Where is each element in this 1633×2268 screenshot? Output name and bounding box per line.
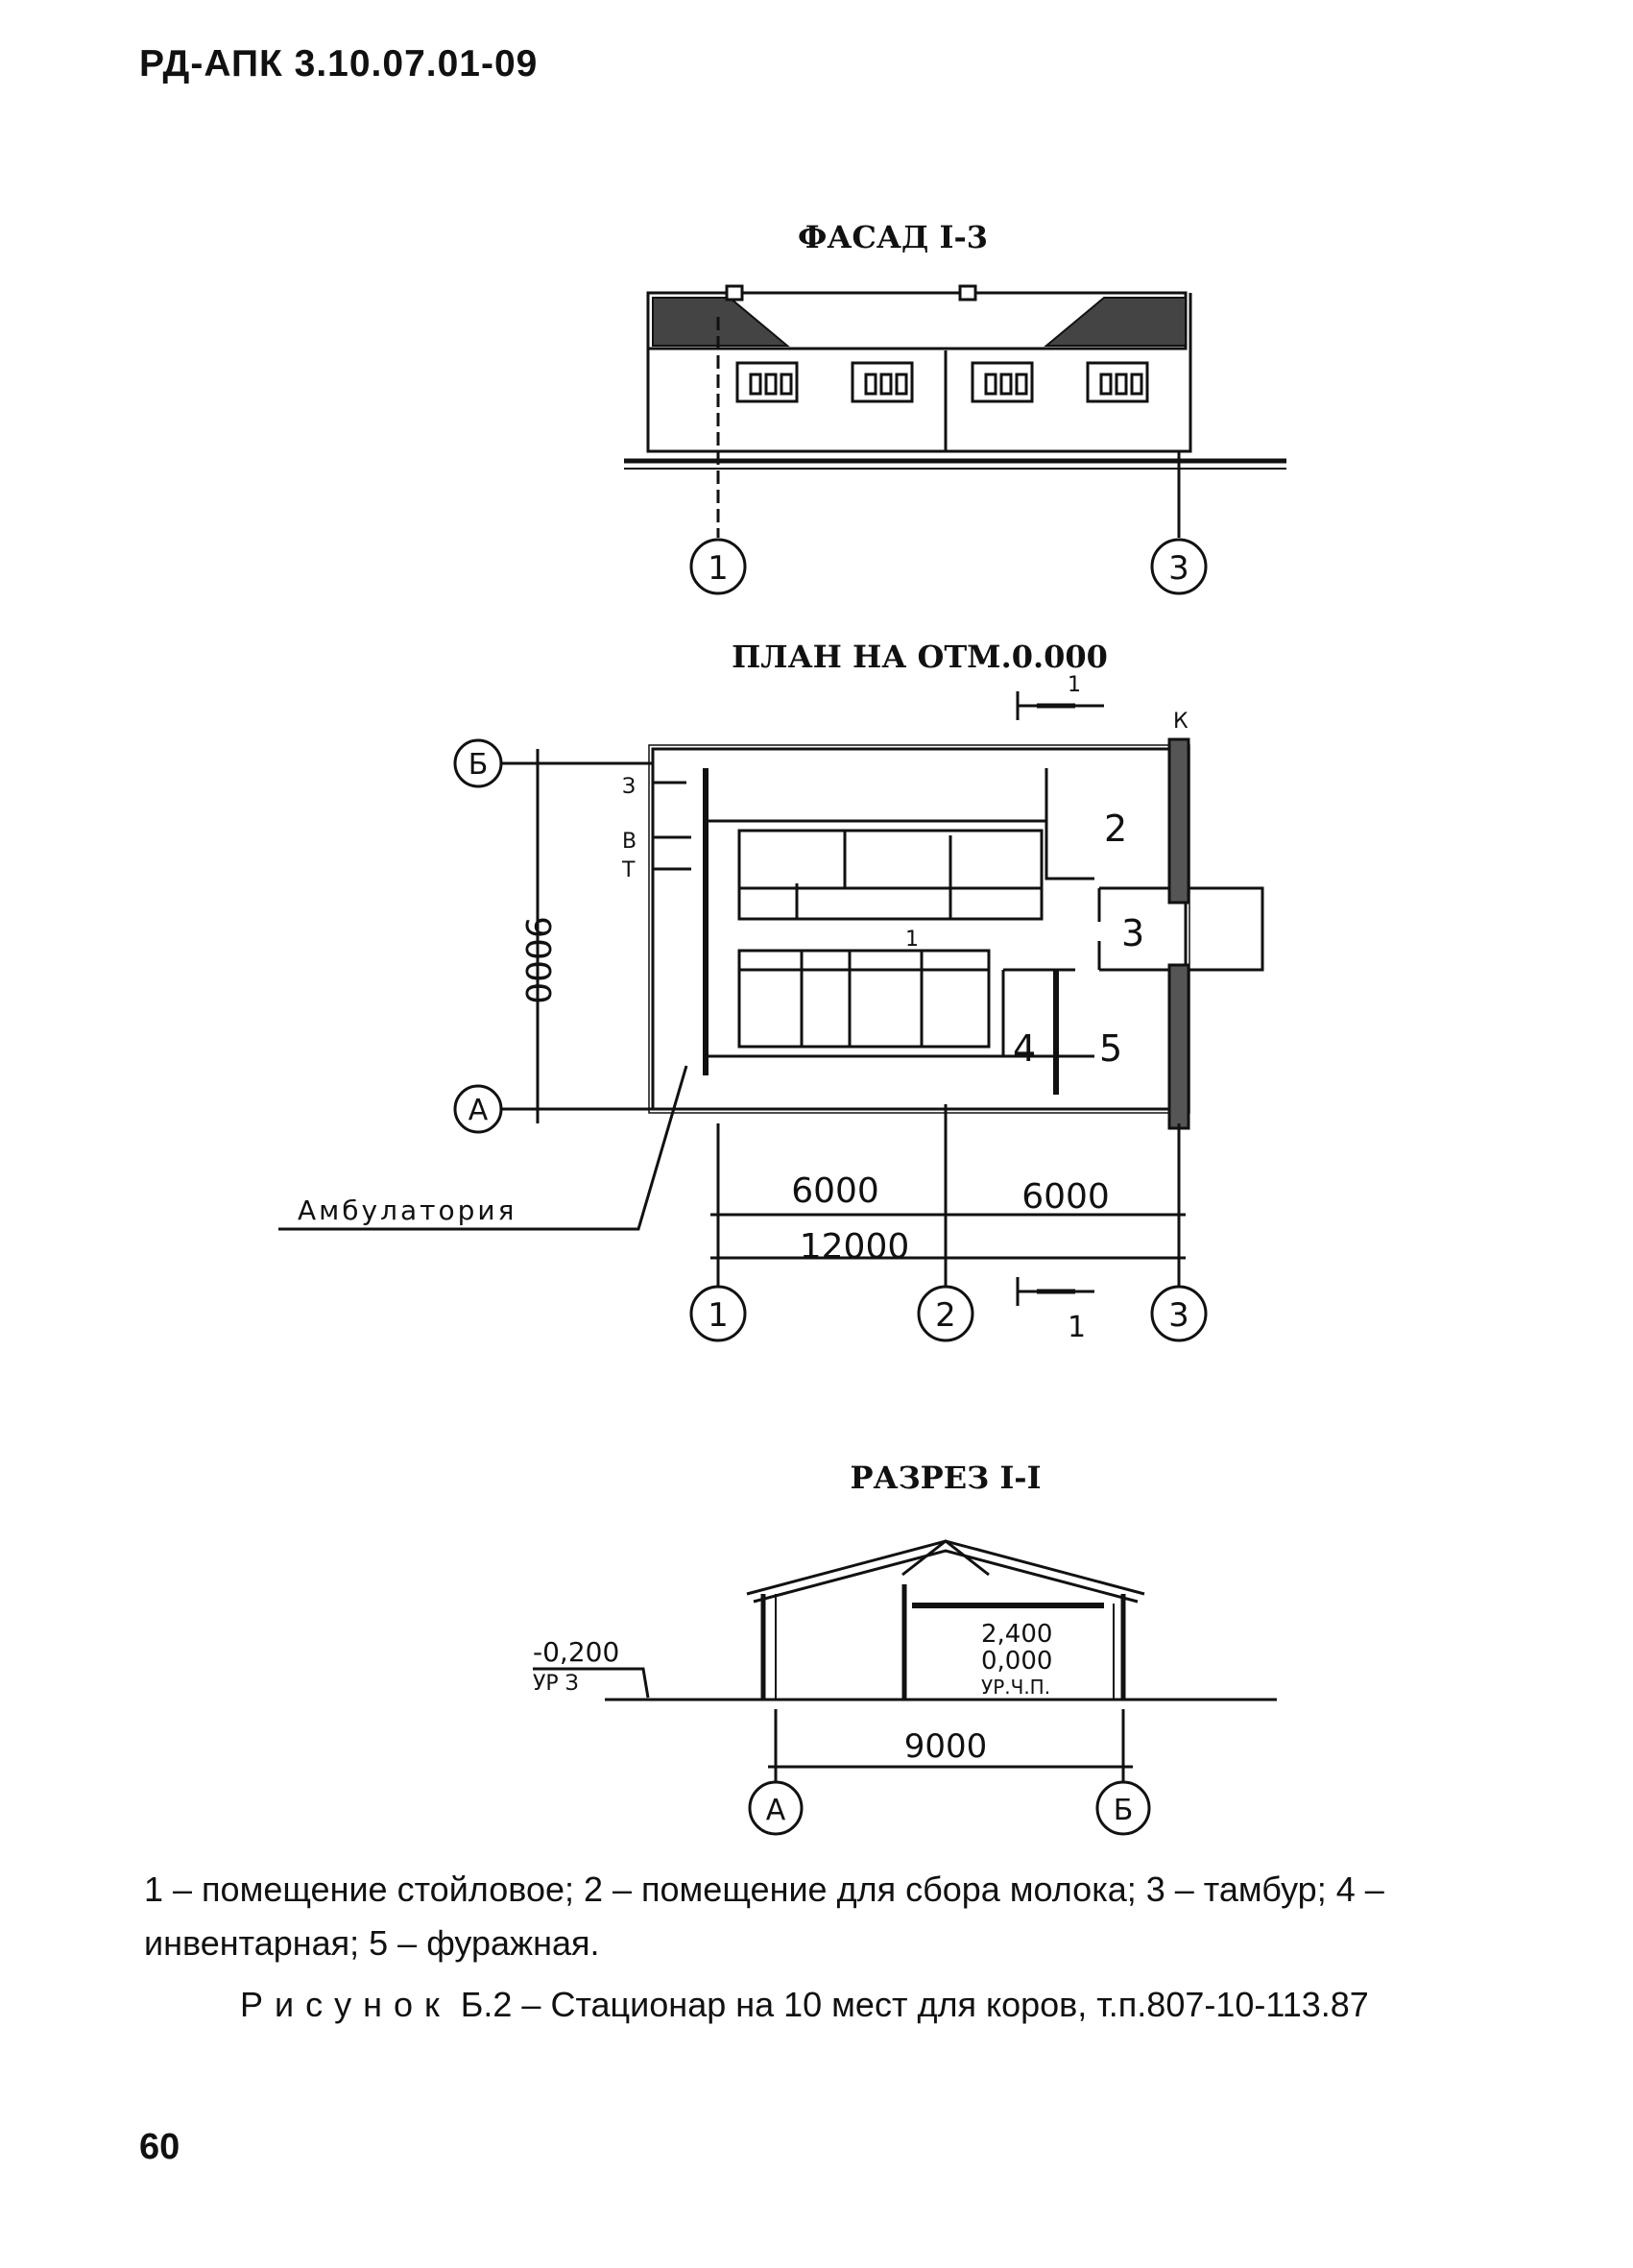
plan-section-marker-bottom: 1 <box>1068 1311 1086 1344</box>
plan-axis-3-label: 3 <box>1168 1296 1189 1335</box>
plan-axis-1-label: 1 <box>708 1296 729 1335</box>
plan-axis-1 <box>689 1285 747 1342</box>
plan-axis-b-label: Б <box>468 748 489 782</box>
plan-section-marker-top: 1 <box>1068 673 1081 697</box>
section-dim: 9000 <box>904 1727 988 1766</box>
document-code: РД-АПК 3.10.07.01-09 <box>139 43 539 84</box>
plan-dim-left: 6000 <box>791 1171 879 1211</box>
figure-legend: 1 – помещение стойловое; 2 – помещение д… <box>144 1870 1384 1963</box>
plan-dim-vertical: 9000 <box>517 916 557 1004</box>
facade-title: ФАСАД I-3 <box>798 219 988 255</box>
plan-axis-3 <box>1150 1285 1208 1342</box>
facade-axis-3 <box>1150 538 1208 595</box>
section-level-left: -0,200 <box>533 1636 619 1668</box>
room-2-label: 2 <box>1104 808 1127 850</box>
section-level-top: 2,400 <box>981 1620 1052 1649</box>
section-axis-b-label: Б <box>1114 1794 1134 1827</box>
inlet-label-t: Т <box>621 858 636 882</box>
inlet-label-z: З <box>622 775 636 799</box>
facade-axis-1 <box>689 538 747 595</box>
section-title: РАЗРЕЗ I-I <box>850 1460 1041 1496</box>
section-axis-a-label: А <box>766 1794 786 1827</box>
room-1-label: 1 <box>905 928 919 952</box>
figure-caption-text: Б.2 – Стационар на 10 мест для коров, т.… <box>450 1985 1369 2024</box>
section-drawing: РАЗРЕЗ I-I -0,200 УР З 2,400 0,000 УР.Ч.… <box>533 1460 1277 1836</box>
inlet-label-v: В <box>622 830 636 854</box>
facade-drawing: ФАСАД I-3 1 3 <box>624 219 1286 595</box>
section-axis-a <box>748 1780 804 1836</box>
plan-axis-2-label: 2 <box>935 1296 956 1335</box>
plan-title: ПЛАН НА ОТМ.0.000 <box>732 639 1108 675</box>
page-number: 60 <box>139 2127 180 2167</box>
room-3-label: 3 <box>1121 912 1144 954</box>
ambulatory-label: Амбулатория <box>298 1194 516 1226</box>
figure-caption: Рисунок Б.2 – Стационар на 10 мест для к… <box>144 1978 1488 2032</box>
section-axis-b <box>1095 1780 1151 1836</box>
facade-windows <box>735 361 1149 403</box>
plan-axis-2 <box>917 1285 974 1342</box>
section-level-mid-sub: УР.Ч.П. <box>981 1676 1050 1699</box>
figure-word: Рисунок <box>240 1985 451 2024</box>
facade-axis-1-label: 1 <box>708 549 729 588</box>
facade-axis-3-label: 3 <box>1168 549 1189 588</box>
plan-drawing: ПЛАН НА ОТМ.0.000 1 К 2 3 <box>278 639 1264 1344</box>
plan-dim-right: 6000 <box>1021 1177 1110 1217</box>
room-5-label: 5 <box>1099 1027 1122 1070</box>
plan-axis-a-label: А <box>468 1094 489 1127</box>
plan-dim-total: 12000 <box>800 1227 910 1267</box>
room-4-label: 4 <box>1013 1027 1036 1070</box>
k-label: К <box>1173 710 1189 734</box>
section-level-left-sub: УР З <box>533 1672 579 1696</box>
section-level-mid: 0,000 <box>981 1647 1052 1676</box>
